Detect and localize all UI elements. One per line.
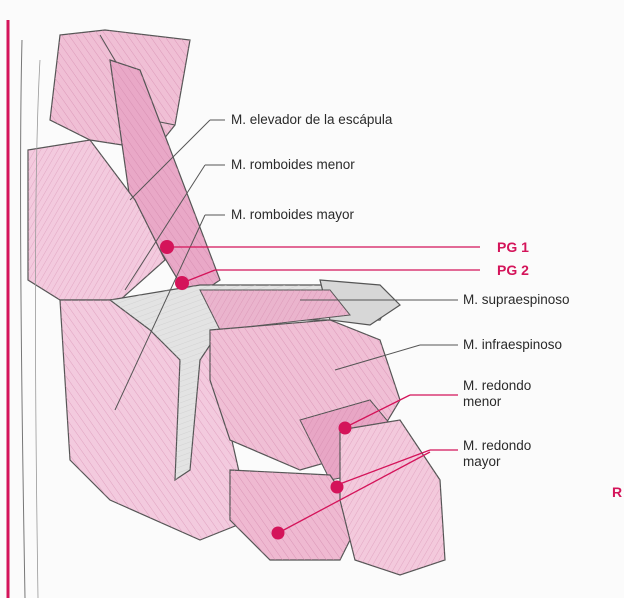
trigger-point-redondo-menor: [339, 422, 352, 435]
trigger-point-pg2: [175, 276, 189, 290]
label-pg2: PG 2: [497, 262, 529, 278]
trigger-point-redondo-mayor-2: [272, 527, 285, 540]
label-edge-letter: R: [612, 484, 622, 500]
label-redondo-mayor-line1: M. redondo: [463, 438, 531, 454]
label-supraespinoso: M. supraespinoso: [463, 292, 570, 308]
label-romboides-mayor: M. romboides mayor: [231, 207, 354, 223]
label-pg1: PG 1: [497, 239, 529, 255]
label-redondo-mayor: M. redondo mayor: [463, 438, 531, 470]
label-redondo-mayor-line2: mayor: [463, 454, 531, 470]
trigger-point-redondo-mayor-1: [331, 481, 344, 494]
label-redondo-menor: M. redondo menor: [463, 378, 531, 410]
trigger-point-pg1: [160, 240, 174, 254]
label-infraespinoso: M. infraespinoso: [463, 337, 562, 353]
label-elevador-escapula: M. elevador de la escápula: [231, 112, 392, 128]
label-romboides-menor: M. romboides menor: [231, 157, 355, 173]
label-redondo-menor-line1: M. redondo: [463, 378, 531, 394]
label-redondo-menor-line2: menor: [463, 394, 531, 410]
